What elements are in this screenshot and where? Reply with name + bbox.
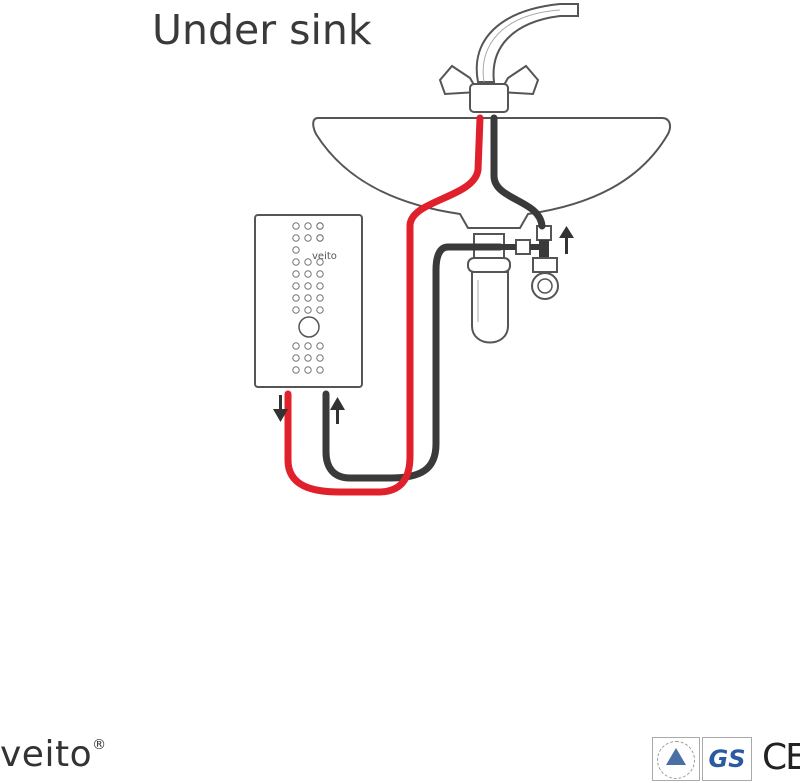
cold-water-flow-arrow-up-heater xyxy=(330,397,345,424)
gs-certification-icon: GS xyxy=(702,737,752,781)
heater-vent-holes xyxy=(292,222,324,374)
vent-hole xyxy=(304,294,312,302)
vent-hole xyxy=(304,222,312,230)
vent-hole xyxy=(292,354,300,362)
vent-hole xyxy=(292,306,300,314)
cold-water-flow-arrow-up xyxy=(559,226,574,254)
vent-hole xyxy=(292,246,300,254)
vent-hole xyxy=(316,234,324,242)
vent-hole xyxy=(316,282,324,290)
veito-logo: veito® xyxy=(0,734,107,775)
t-piece-connector xyxy=(515,239,531,255)
vent-hole xyxy=(292,342,300,350)
vent-hole xyxy=(316,354,324,362)
cold-pipe-faucet xyxy=(490,114,546,230)
vent-hole xyxy=(292,258,300,266)
vent-hole xyxy=(292,234,300,242)
heater-brand-label: veito xyxy=(312,251,337,262)
vent-hole xyxy=(304,306,312,314)
vent-hole xyxy=(292,282,300,290)
faucet-base xyxy=(469,83,509,113)
cold-pipe-heater-inlet xyxy=(322,243,504,482)
hot-water-flow-arrow-down xyxy=(273,395,288,422)
vent-hole xyxy=(304,366,312,374)
vent-hole xyxy=(316,366,324,374)
vent-hole xyxy=(316,270,324,278)
vent-hole xyxy=(316,258,324,266)
vent-hole xyxy=(292,222,300,230)
heater-control-knob xyxy=(298,316,320,338)
vent-hole xyxy=(316,306,324,314)
vent-hole xyxy=(292,366,300,374)
vent-hole xyxy=(292,270,300,278)
registered-mark: ® xyxy=(92,737,107,753)
faucet-spout xyxy=(475,3,579,83)
vent-hole xyxy=(316,342,324,350)
certification-marks: GS CE xyxy=(652,737,800,783)
vent-hole xyxy=(316,294,324,302)
page-title: Under sink xyxy=(152,6,372,54)
angle-valve xyxy=(532,257,558,273)
vent-hole xyxy=(304,282,312,290)
vent-hole xyxy=(292,294,300,302)
ce-mark-icon: CE xyxy=(762,737,800,778)
vent-hole xyxy=(304,354,312,362)
brand-name: veito xyxy=(0,734,93,775)
vent-hole xyxy=(316,222,324,230)
hot-pipe xyxy=(284,114,484,496)
gs-label: GS xyxy=(708,745,746,773)
vent-hole xyxy=(304,258,312,266)
drain-trap-ring xyxy=(467,257,511,273)
tuv-certification-icon xyxy=(652,737,700,781)
vent-hole xyxy=(304,234,312,242)
vent-hole xyxy=(304,270,312,278)
vent-hole xyxy=(304,342,312,350)
drain-trap xyxy=(471,271,509,344)
